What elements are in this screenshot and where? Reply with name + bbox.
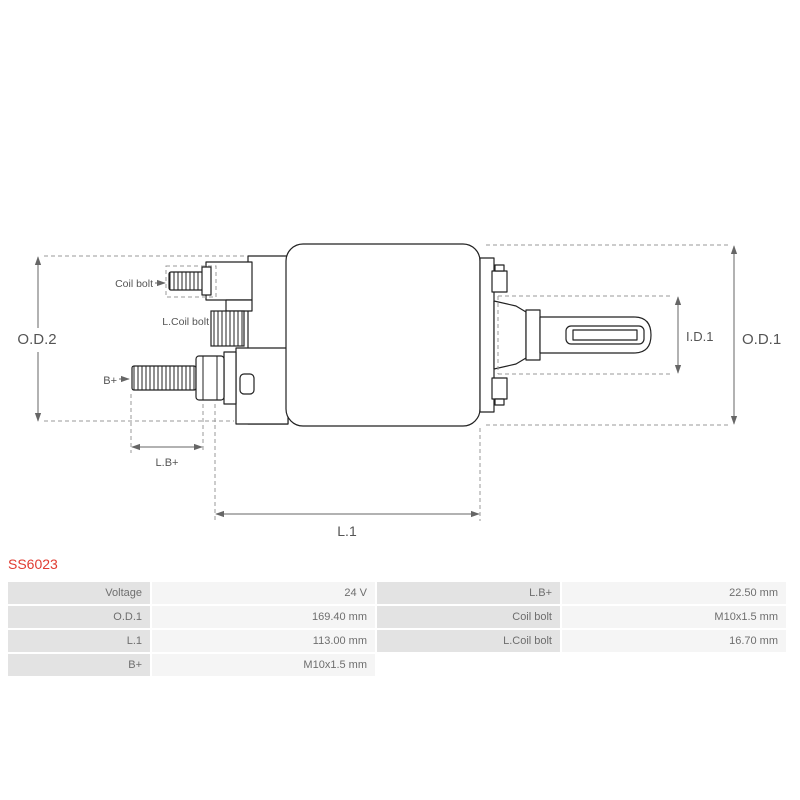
spec-value: 169.40 mm [152,606,375,628]
coil-bolt [168,266,212,296]
coil-bolt-label: Coil bolt [115,278,153,290]
spec-value: M10x1.5 mm [562,606,786,628]
spec-value-empty [562,654,786,676]
spec-key: B+ [8,654,150,676]
od2-dimension-label: O.D.2 [17,331,56,348]
spec-value: 16.70 mm [562,630,786,652]
id1-dimension-label: I.D.1 [686,329,713,344]
spec-key: Voltage [8,582,150,604]
lbplus-dimension-label: L.B+ [156,457,179,469]
annotation-bplus: B+ [103,375,130,387]
annotation-coil-bolt: Coil bolt [115,265,217,298]
solenoid-diagram: O.D.2 O.D.1 I.D.1 L.1 L.B+ [17,243,781,539]
spec-key: O.D.1 [8,606,150,628]
spec-value: 24 V [152,582,375,604]
od1-dimension-label: O.D.1 [742,331,781,348]
plunger-shaft [493,300,652,370]
spec-key: L.1 [8,630,150,652]
spec-value: 22.50 mm [562,582,786,604]
bplus-label: B+ [103,375,117,387]
spec-table: Voltage 24 V L.B+ 22.50 mm O.D.1 169.40 … [8,582,786,676]
spec-key-empty [377,654,560,676]
annotation-lcoil-bolt: L.Coil bolt [162,316,209,328]
dimension-l1: L.1 [214,404,481,539]
dimension-od1: O.D.1 [486,244,781,426]
spec-value: 113.00 mm [152,630,375,652]
dimension-id1: I.D.1 [497,295,713,375]
solenoid-body [285,243,481,427]
dimension-lbplus: L.B+ [130,394,204,469]
lcoil-bolt-label: L.Coil bolt [162,316,209,328]
bplus-terminal [131,351,237,405]
part-number: SS6023 [8,556,58,572]
dimension-od2: O.D.2 [17,255,246,422]
spec-key: L.B+ [377,582,560,604]
l1-dimension-label: L.1 [337,523,357,539]
spec-key: Coil bolt [377,606,560,628]
mounting-bracket [205,255,289,425]
coil-terminal-stud [210,310,245,347]
spec-value: M10x1.5 mm [152,654,375,676]
spec-key: L.Coil bolt [377,630,560,652]
